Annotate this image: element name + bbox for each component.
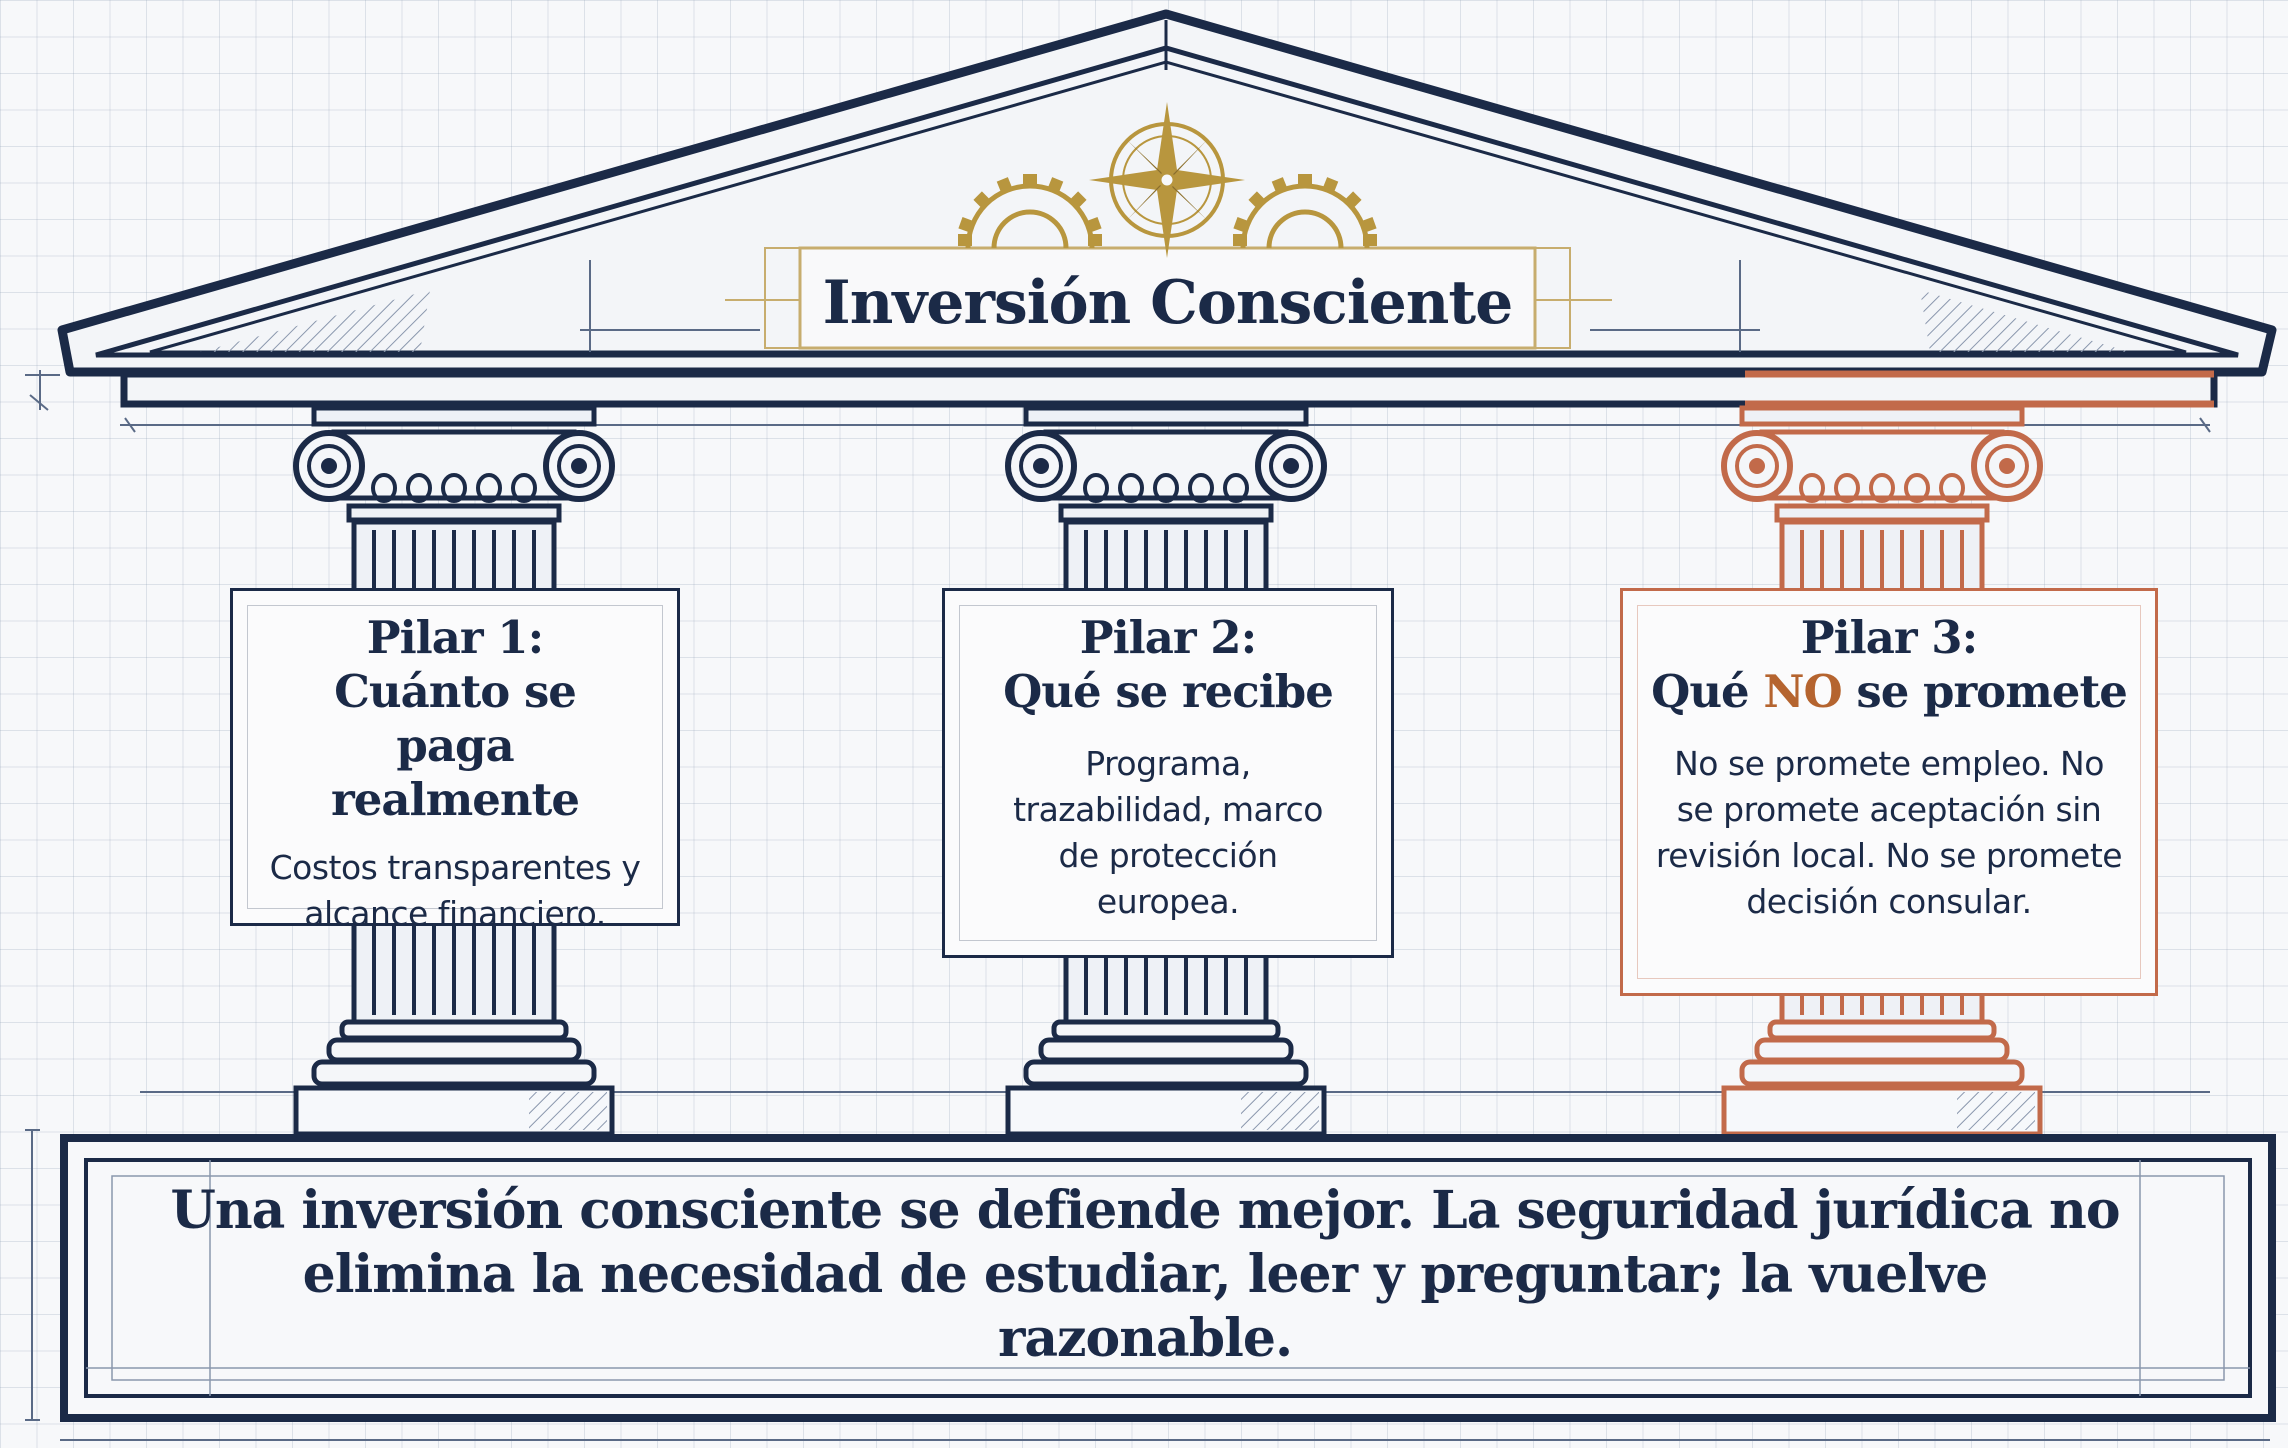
pillar-1-card: Pilar 1: Cuánto se paga realmente Costos…: [230, 588, 680, 933]
pillar-3-heading: Pilar 3: Qué NO se promete: [1623, 611, 2155, 719]
pillar-2-body: Programa, trazabilidad, marco de protecc…: [1013, 744, 1323, 921]
card-inner-frame: [959, 605, 1377, 941]
pillar-3-number: Pilar 3:: [1800, 611, 1978, 664]
pillar-3-title-pre: Qué: [1651, 665, 1750, 718]
pillar-3-title-accent: NO: [1763, 665, 1842, 718]
pillar-3-body: No se promete empleo. No se promete acep…: [1655, 744, 2123, 921]
card-inner-frame: [1637, 605, 2141, 979]
pillar-2-number: Pilar 2:: [1079, 611, 1257, 664]
pillar-2-title: Qué se recibe: [1003, 665, 1334, 718]
pillar-2-card: Pilar 2: Qué se recibe Programa, trazabi…: [942, 588, 1394, 958]
compass-rose-icon: [1089, 102, 1245, 258]
pillar-1-title: Cuánto se paga realmente: [331, 665, 580, 826]
title-plaque: [725, 246, 1612, 350]
pillar-3-title-post: se promete: [1856, 665, 2127, 718]
card-inner-frame: [247, 605, 663, 909]
pillar-3-card: Pilar 3: Qué NO se promete No se promete…: [1620, 588, 2158, 996]
pillar-1-body: Costos transparentes y alcance financier…: [269, 848, 641, 933]
entablature: [120, 370, 2218, 408]
pillar-1-heading: Pilar 1: Cuánto se paga realmente: [233, 611, 677, 827]
pillar-2-heading: Pilar 2: Qué se recibe: [945, 611, 1391, 719]
foundation-statement: Una inversión consciente se defiende mej…: [170, 1180, 2120, 1369]
page-title: Inversión Consciente: [822, 267, 1514, 338]
foundation-block: [60, 1134, 2276, 1422]
pillar-1-number: Pilar 1:: [366, 611, 544, 664]
